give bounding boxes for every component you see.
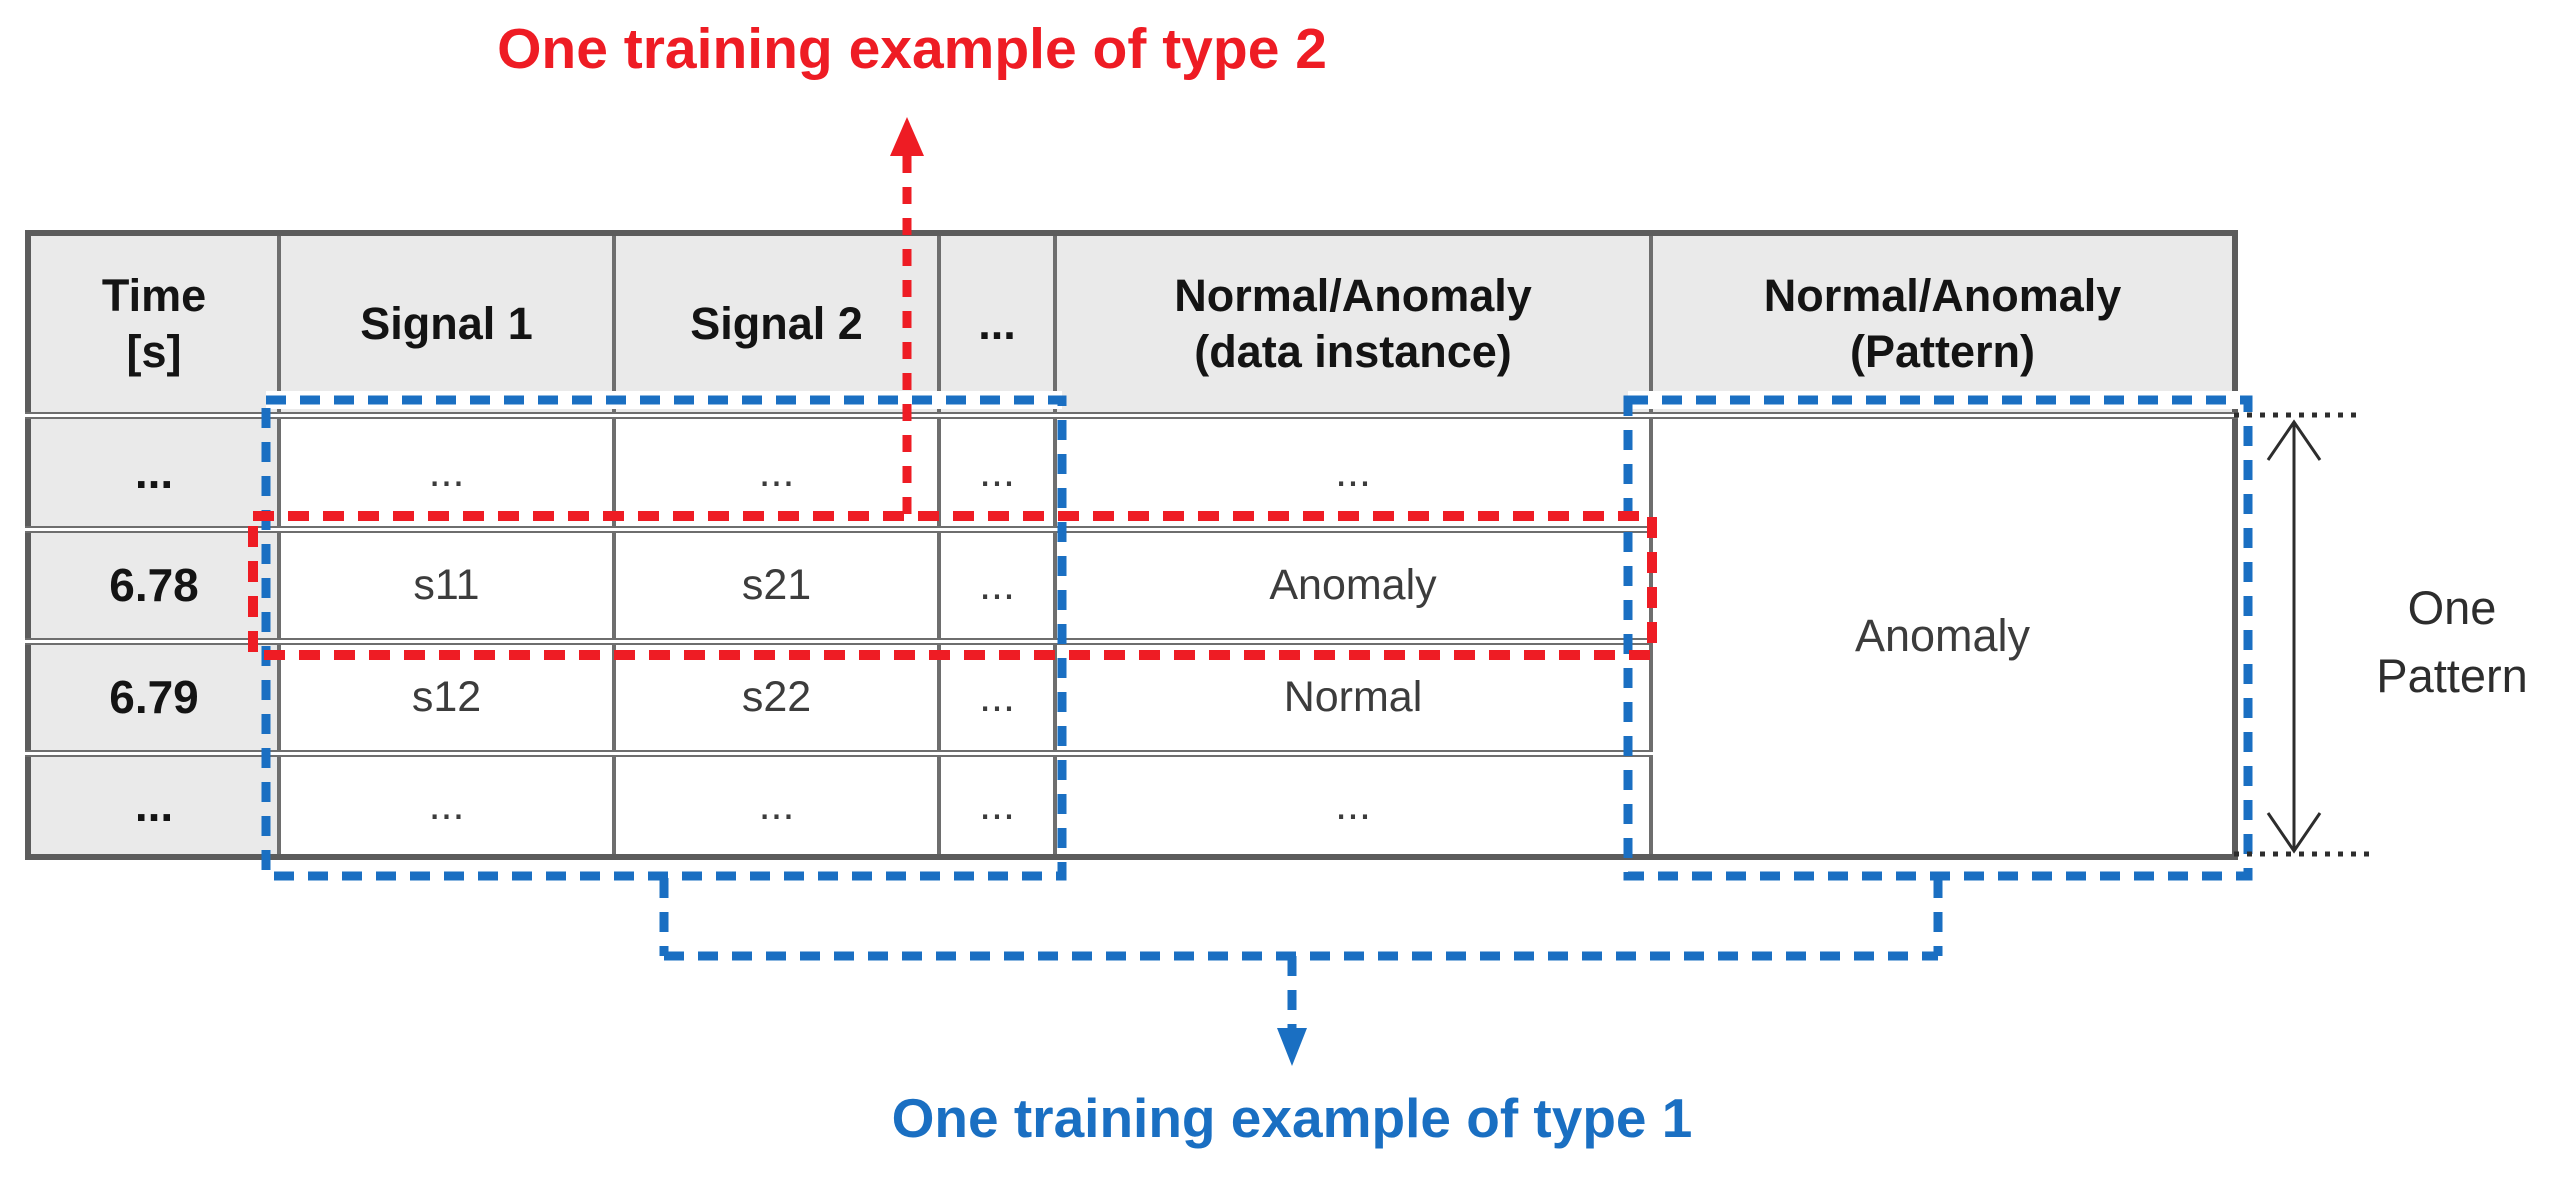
header-cell-pattern-label: Normal/Anomaly (Pattern): [1649, 233, 2235, 415]
blue-arrowhead-down-icon: [1277, 1028, 1307, 1066]
cell-instance-label: ...: [1053, 411, 1651, 529]
cell-signal1: ...: [277, 411, 614, 529]
cell-pattern-label: Anomaly: [1649, 411, 2235, 857]
cell-time: 6.78: [26, 525, 279, 641]
cell-ellipsis: ...: [937, 411, 1055, 529]
table-row: ... ... ... ... ... Anomaly: [26, 411, 2235, 857]
one-pattern-label: One Pattern: [2376, 581, 2528, 703]
header-cell-time: Time [s]: [26, 233, 279, 415]
measure-arrowhead-up-icon: [2266, 419, 2322, 461]
training-data-table: Time [s] Signal 1 Signal 2 ... Normal/An…: [25, 230, 2238, 860]
blue-dashed-box-pattern: [1623, 395, 2253, 881]
header-cell-signal1: Signal 1: [277, 233, 614, 415]
cell-signal2: ...: [612, 411, 939, 529]
cell-signal2: s22: [612, 637, 939, 753]
header-cell-signal2: Signal 2: [612, 233, 939, 415]
type1-annotation-label: One training example of type 1: [891, 1087, 1693, 1149]
cell-instance-label: Anomaly: [1053, 525, 1651, 641]
cell-time: 6.79: [26, 637, 279, 753]
blue-bracket: [659, 878, 1943, 1028]
blue-dashed-box-signals: [261, 395, 1067, 881]
cell-ellipsis: ...: [937, 749, 1055, 857]
header-cell-instance-label: Normal/Anomaly (data instance): [1053, 233, 1651, 415]
cell-signal1: s11: [277, 525, 614, 641]
measure-arrowhead-down-icon: [2266, 812, 2322, 854]
cell-time: ...: [26, 749, 279, 857]
header-cell-ellipsis: ...: [937, 233, 1055, 415]
table-row: 6.78 s11 s21 ... Anomaly: [26, 525, 2235, 641]
cell-signal2: ...: [612, 749, 939, 857]
cell-ellipsis: ...: [937, 525, 1055, 641]
cell-signal1: ...: [277, 749, 614, 857]
cell-instance-label: ...: [1053, 749, 1651, 857]
cell-time: ...: [26, 411, 279, 529]
red-arrowhead-up-icon: [890, 117, 924, 156]
table-row: ... ... ... ... ...: [26, 749, 2235, 857]
type2-annotation-label: One training example of type 2: [497, 17, 1327, 81]
header-row: Time [s] Signal 1 Signal 2 ... Normal/An…: [26, 233, 2235, 415]
cell-signal2: s21: [612, 525, 939, 641]
red-dashed-box-instance: [248, 511, 1657, 660]
